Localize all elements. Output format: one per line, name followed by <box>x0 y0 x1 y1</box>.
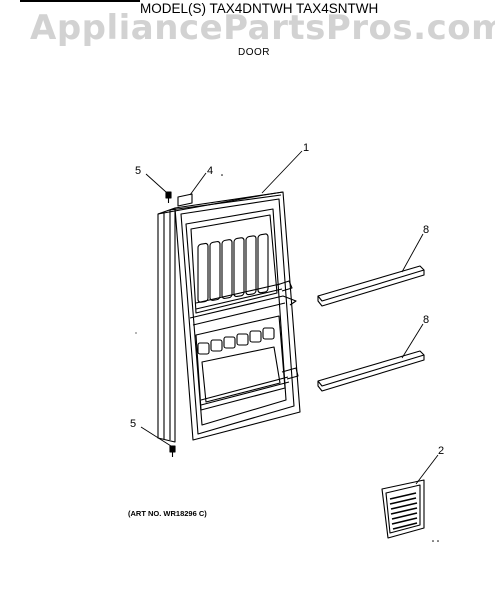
part-5-screw-top <box>165 191 172 203</box>
callout-1: 1 <box>303 142 310 154</box>
watermark: AppliancePartsPros.com <box>30 8 495 48</box>
callout-8-upper: 8 <box>423 224 430 236</box>
callout-5-bottom: 5 <box>130 418 137 430</box>
leader-lines <box>140 150 439 485</box>
lower-storage-cells <box>197 327 275 355</box>
part-4-plate <box>177 193 193 207</box>
top-rule <box>20 0 140 2</box>
model-title: MODEL(S) TAX4DNTWH TAX4SNTWH <box>140 1 379 16</box>
section-title: DOOR <box>238 47 270 58</box>
part-5-screw-bottom <box>169 445 176 457</box>
callout-4: 4 <box>207 165 214 177</box>
callout-5-top: 5 <box>135 165 142 177</box>
part-8-shelf-bar-lower <box>317 350 425 392</box>
door-panel <box>157 191 301 443</box>
callout-8-lower: 8 <box>423 314 430 326</box>
part-2-grille <box>381 479 425 539</box>
callout-2: 2 <box>438 445 445 457</box>
part-8-shelf-bar-upper <box>317 265 425 307</box>
art-number: (ART NO. WR18296 C) <box>128 509 207 518</box>
upper-storage-cells <box>197 233 269 303</box>
